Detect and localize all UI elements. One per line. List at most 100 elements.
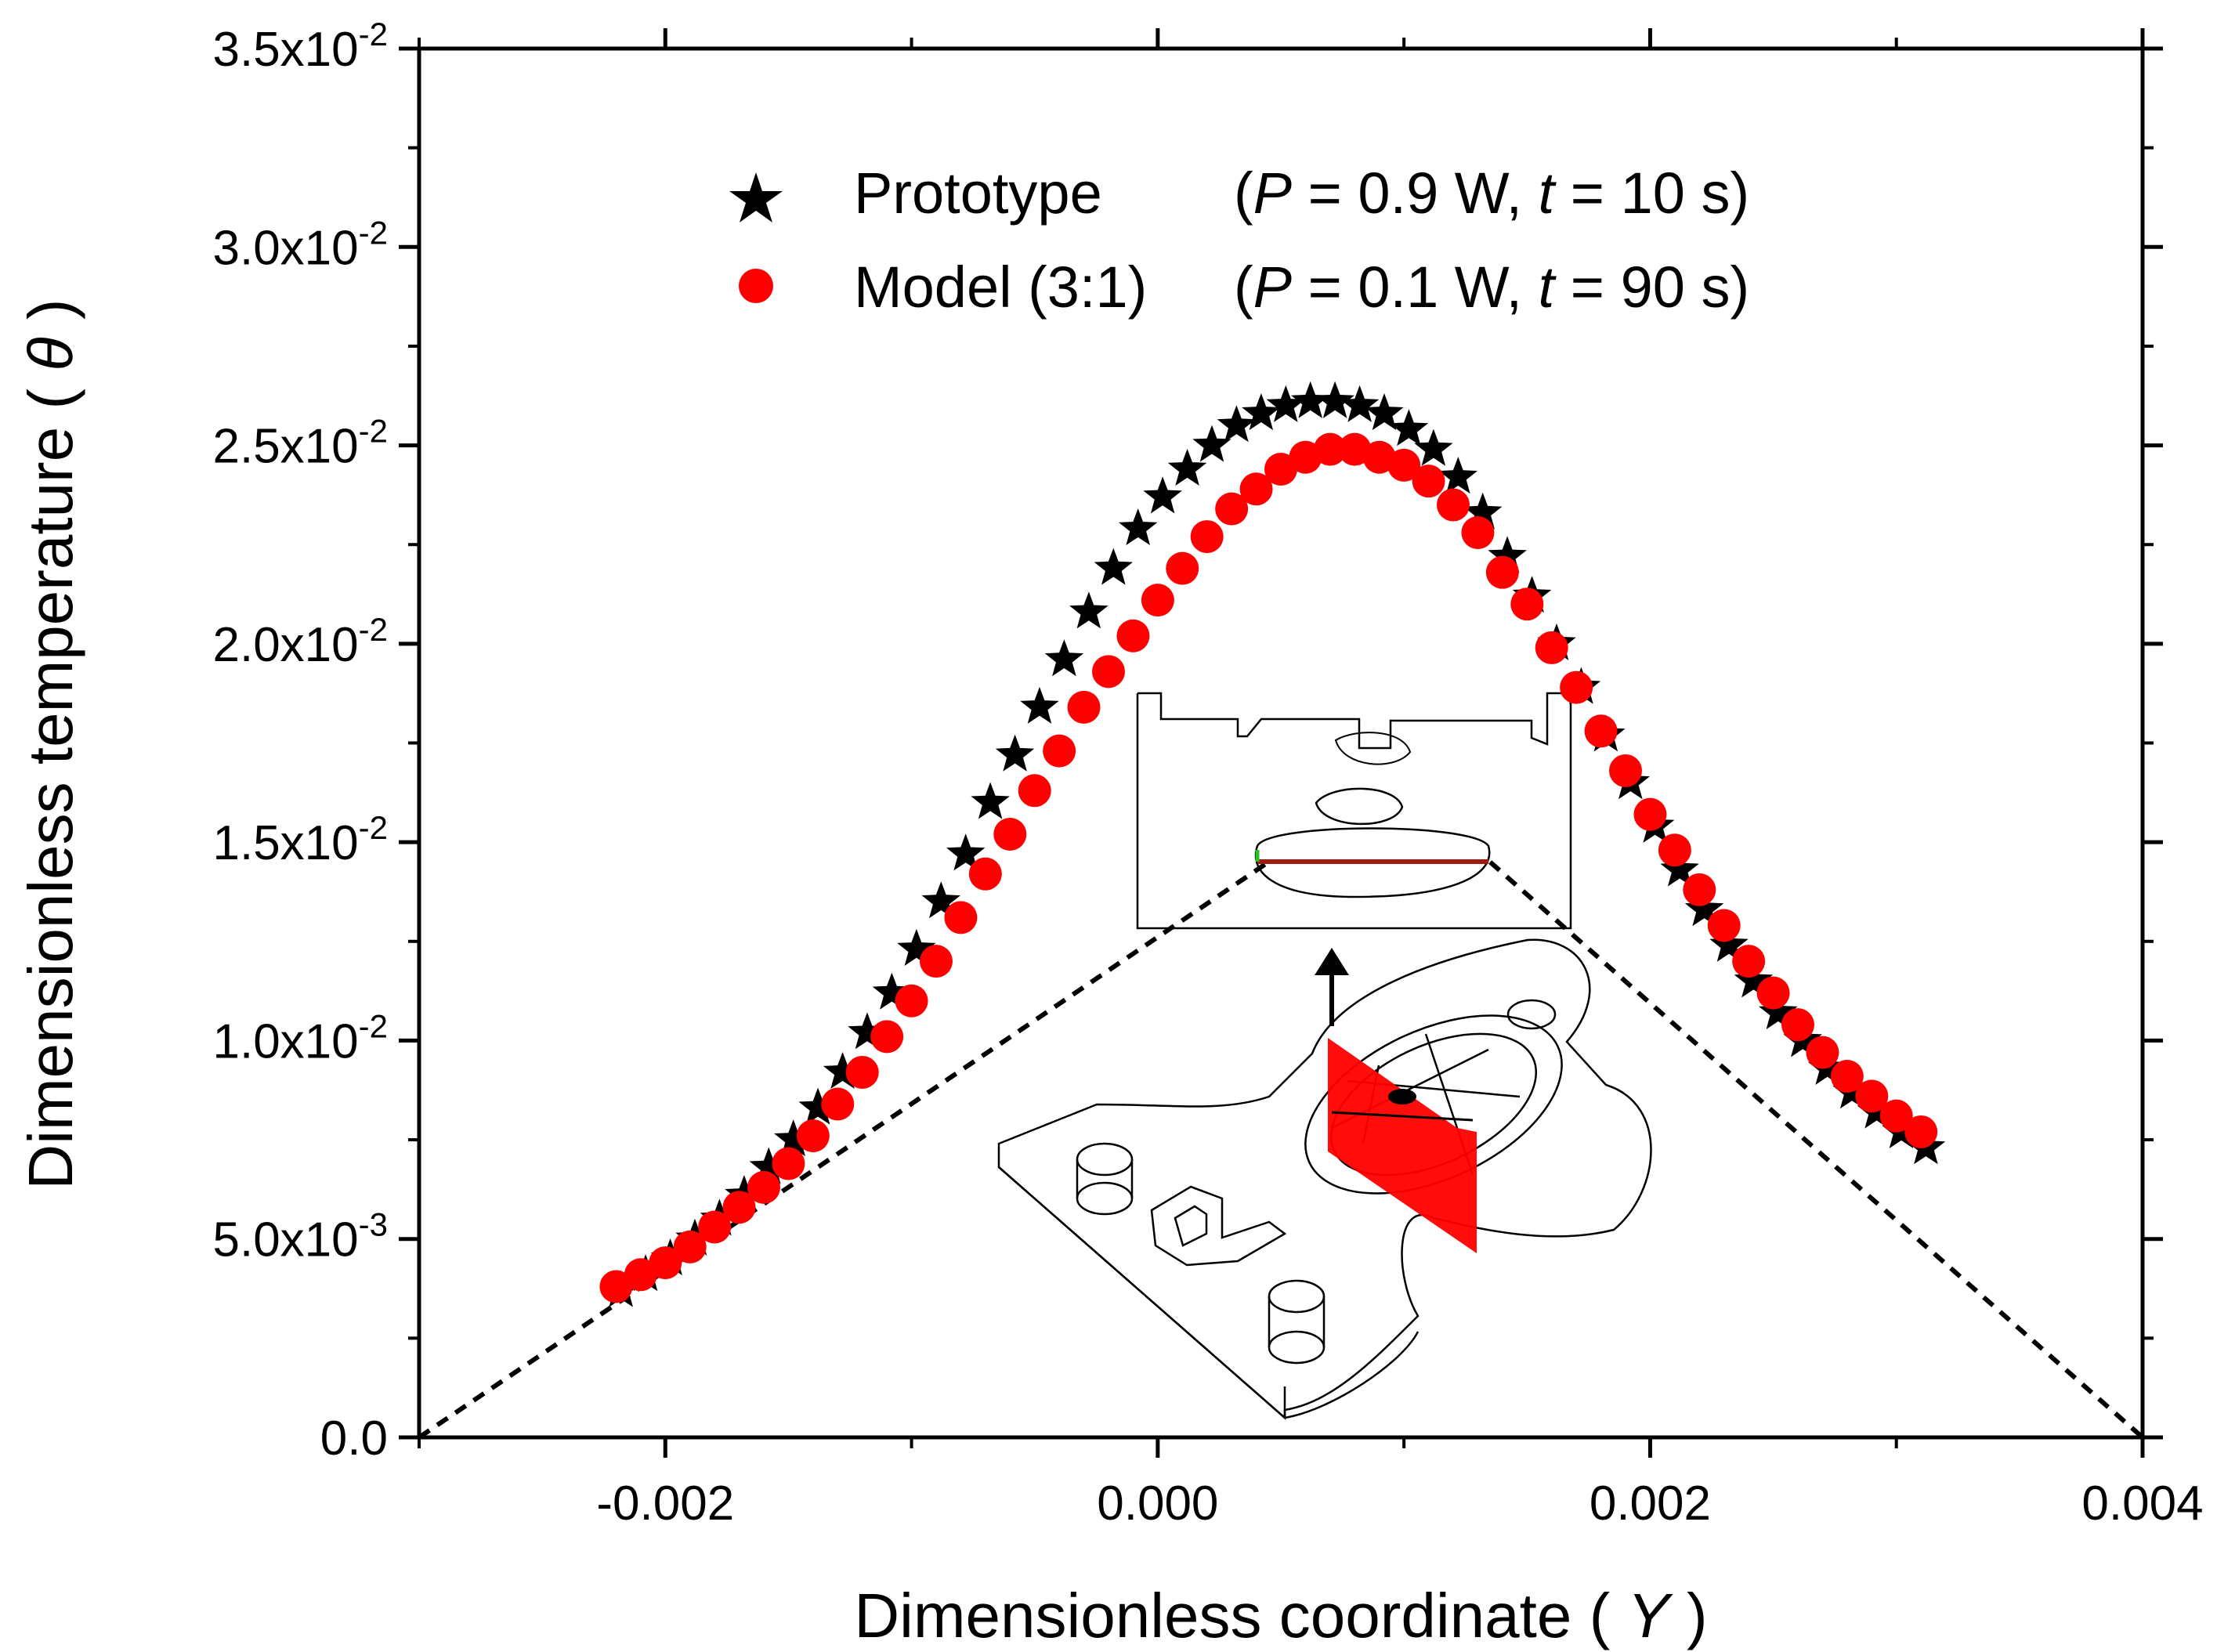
prototype-point: [921, 881, 960, 919]
model-point: [1264, 452, 1297, 486]
prototype-point: [1020, 686, 1059, 724]
data-points: [599, 381, 1946, 1307]
device-body-icon: [997, 938, 1652, 1420]
model-point: [1560, 671, 1593, 704]
prototype-point: [1217, 405, 1257, 443]
model-point: [796, 1119, 830, 1153]
model-point: [845, 1055, 879, 1089]
plot-frame: [417, 46, 2145, 1440]
model-point: [1141, 584, 1174, 617]
legend-label-prototype: Prototype: [854, 161, 1102, 226]
y-tick-label: 2.0x10-2: [212, 611, 388, 672]
model-point: [1633, 797, 1667, 831]
legend: Prototype (P = 0.9 W, t = 10 s) Model (3…: [729, 161, 1749, 320]
prototype-point: [897, 928, 936, 966]
y-tick-label: 3.0x10-2: [212, 214, 388, 275]
model-point: [1683, 873, 1716, 906]
prototype-point: [1463, 492, 1503, 530]
prototype-point: [1291, 381, 1330, 418]
model-point: [1756, 976, 1790, 1010]
model-point: [1190, 520, 1224, 554]
model-point: [1239, 472, 1273, 506]
model-point: [895, 984, 928, 1018]
x-tick-label: 0.004: [2081, 1477, 2203, 1531]
legend-condition-model: (P = 0.1 W, t = 90 s): [1234, 255, 1749, 320]
prototype-point: [1192, 425, 1231, 462]
reference-dashed-line: [1488, 860, 2144, 1440]
model-point: [698, 1210, 732, 1244]
prototype-point: [1266, 385, 1305, 422]
prototype-point: [1315, 381, 1354, 418]
model-point: [1437, 488, 1470, 522]
model-point: [1879, 1099, 1913, 1133]
model-point: [1855, 1079, 1889, 1113]
model-point: [1215, 492, 1249, 526]
model-point: [1461, 516, 1495, 550]
prototype-point: [1143, 476, 1182, 514]
prototype-point: [1734, 960, 1774, 998]
prototype-point: [995, 734, 1035, 772]
prototype-point: [1365, 393, 1404, 431]
y-tick-label: 3.5x10-2: [212, 16, 388, 77]
model-point: [993, 818, 1027, 851]
legend-item-prototype: Prototype (P = 0.9 W, t = 10 s): [729, 161, 1749, 226]
model-point: [747, 1170, 780, 1204]
prototype-point: [872, 972, 912, 1010]
prototype-point: [1389, 409, 1429, 446]
model-point: [1485, 555, 1519, 589]
prototype-point: [1167, 449, 1207, 486]
model-point: [1387, 448, 1421, 482]
prototype-point: [1242, 393, 1281, 431]
reference-lines: [418, 859, 2144, 1440]
prototype-point: [1044, 639, 1084, 677]
model-point: [1092, 655, 1125, 689]
model-point: [624, 1258, 657, 1292]
cross-section-icon: [1136, 692, 1572, 930]
model-point: [944, 901, 978, 934]
model-point: [1781, 1008, 1814, 1042]
legend-item-model: Model (3:1) (P = 0.1 W, t = 90 s): [739, 255, 1749, 320]
y-axis-title: Dimensionless temperature ( θ ): [16, 298, 85, 1189]
model-point: [1412, 465, 1445, 498]
prototype-point: [749, 1147, 788, 1184]
y-tick-label: 0.0: [320, 1412, 388, 1466]
model-point: [1166, 551, 1199, 585]
model-point: [1658, 833, 1691, 867]
prototype-point: [1709, 924, 1749, 962]
model-point: [673, 1230, 707, 1263]
model-point: [1830, 1060, 1864, 1094]
model-point: [599, 1270, 633, 1303]
prototype-point: [774, 1119, 813, 1157]
prototype-point: [1438, 457, 1477, 494]
prototype-point: [1340, 385, 1380, 422]
prototype-point: [1119, 508, 1158, 545]
prototype-point: [823, 1052, 863, 1089]
x-axis-title: Dimensionless coordinate ( Y ): [854, 1581, 1707, 1650]
prototype-point: [1414, 428, 1453, 466]
model-point: [722, 1191, 756, 1224]
model-point: [772, 1147, 805, 1180]
prototype-point: [946, 833, 986, 871]
axis-ticks: [399, 28, 2163, 1458]
model-point: [1043, 734, 1076, 768]
y-tick-label: 2.5x10-2: [212, 413, 388, 474]
model-point: [1116, 619, 1150, 652]
device-geometry-icon: [997, 692, 1652, 1420]
model-point: [1510, 587, 1544, 621]
model-point: [1018, 774, 1051, 808]
x-tick-label: -0.002: [596, 1477, 734, 1531]
legend-label-model: Model (3:1): [854, 255, 1147, 320]
prototype-point: [1094, 548, 1133, 585]
model-point: [920, 945, 953, 978]
model-point: [968, 857, 1002, 891]
y-tick-label: 1.5x10-2: [212, 809, 388, 870]
y-tick-label: 5.0x10-3: [212, 1206, 388, 1267]
prototype-point: [798, 1087, 837, 1125]
prototype-point: [1684, 889, 1724, 927]
model-point: [1806, 1036, 1839, 1069]
model-point: [649, 1246, 682, 1280]
x-tick-label: 0.000: [1097, 1477, 1218, 1531]
model-point: [1707, 909, 1741, 942]
